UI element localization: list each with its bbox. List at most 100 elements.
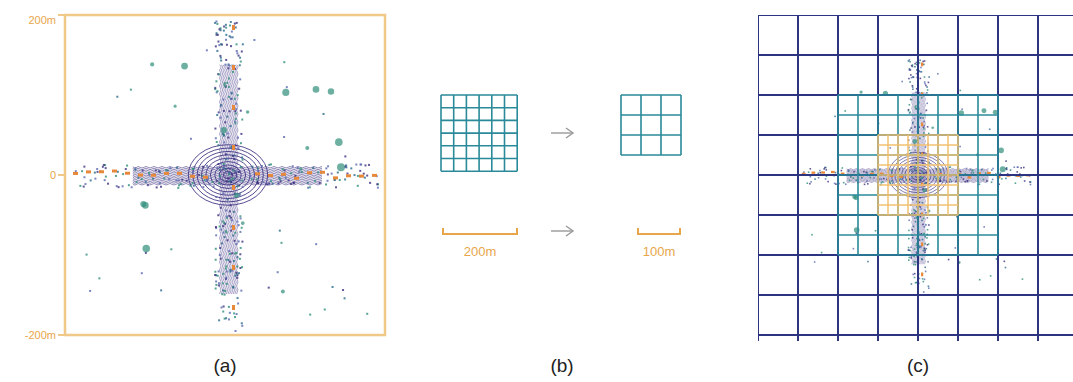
point [230,92,232,94]
point [841,170,843,172]
point [238,272,240,274]
point [923,132,925,134]
point [925,183,927,185]
object-blob [993,110,998,115]
point [344,155,346,157]
point [233,158,235,160]
point [939,178,941,180]
point [225,259,227,261]
point [228,250,230,252]
point [924,247,926,249]
point [869,177,871,179]
grid-line [758,174,1073,176]
point [810,181,812,183]
marker-dash [232,25,235,30]
point [141,272,143,274]
point [225,158,227,160]
point [924,267,926,269]
point [229,35,231,37]
point [298,171,300,173]
point [936,168,938,170]
point [908,110,910,112]
marker-dash [86,170,91,173]
point [363,173,365,175]
point [215,234,217,236]
grid-line [838,194,998,196]
marker-dash [921,123,923,127]
point [215,248,217,250]
point [914,118,916,120]
point [983,179,985,181]
point [235,108,237,110]
point [951,181,953,183]
point [950,166,952,168]
point [223,222,225,224]
marker-dash [821,171,825,173]
point [215,280,217,282]
point [927,126,929,128]
point [221,44,223,46]
point [122,185,124,187]
point [928,243,930,245]
point [125,168,127,170]
point [177,187,179,189]
object-blob [221,127,227,133]
point [873,177,875,179]
point [928,224,930,226]
point [922,239,924,241]
point [240,247,242,249]
point [853,248,855,250]
point [908,230,910,232]
point [920,216,922,218]
point [1022,278,1024,280]
point [922,61,924,63]
point [215,196,217,198]
point [225,153,227,155]
point [923,173,925,175]
point [215,226,217,228]
point [223,163,225,165]
point [814,178,816,180]
point [937,73,939,75]
object-blob [234,193,239,198]
point [257,170,259,172]
grid-line [640,95,642,155]
point [914,261,916,263]
marker-dash [232,185,235,190]
marker-dash [232,145,235,150]
point [908,78,910,80]
point [901,179,903,181]
point [359,164,361,166]
point [906,179,908,181]
point [921,160,923,162]
point [223,135,225,137]
point [964,181,966,183]
point [920,117,922,119]
point [925,212,927,214]
point [973,172,975,174]
object-blob [142,202,149,209]
point [825,178,827,180]
point [145,252,147,254]
point [377,183,379,185]
grid-line [838,234,998,236]
point [920,78,922,80]
point [134,167,136,169]
point [279,230,281,232]
marker-dash [307,171,312,174]
point [216,32,218,34]
point [282,168,284,170]
point [225,86,227,88]
point [368,164,370,166]
point [234,23,236,25]
marker-dash [320,171,325,174]
point [332,286,334,288]
point [814,261,816,263]
point [228,77,230,79]
point [241,322,243,324]
object-blob [305,146,309,150]
point [909,59,911,61]
point [238,240,240,242]
point [218,111,220,113]
point [136,181,138,183]
